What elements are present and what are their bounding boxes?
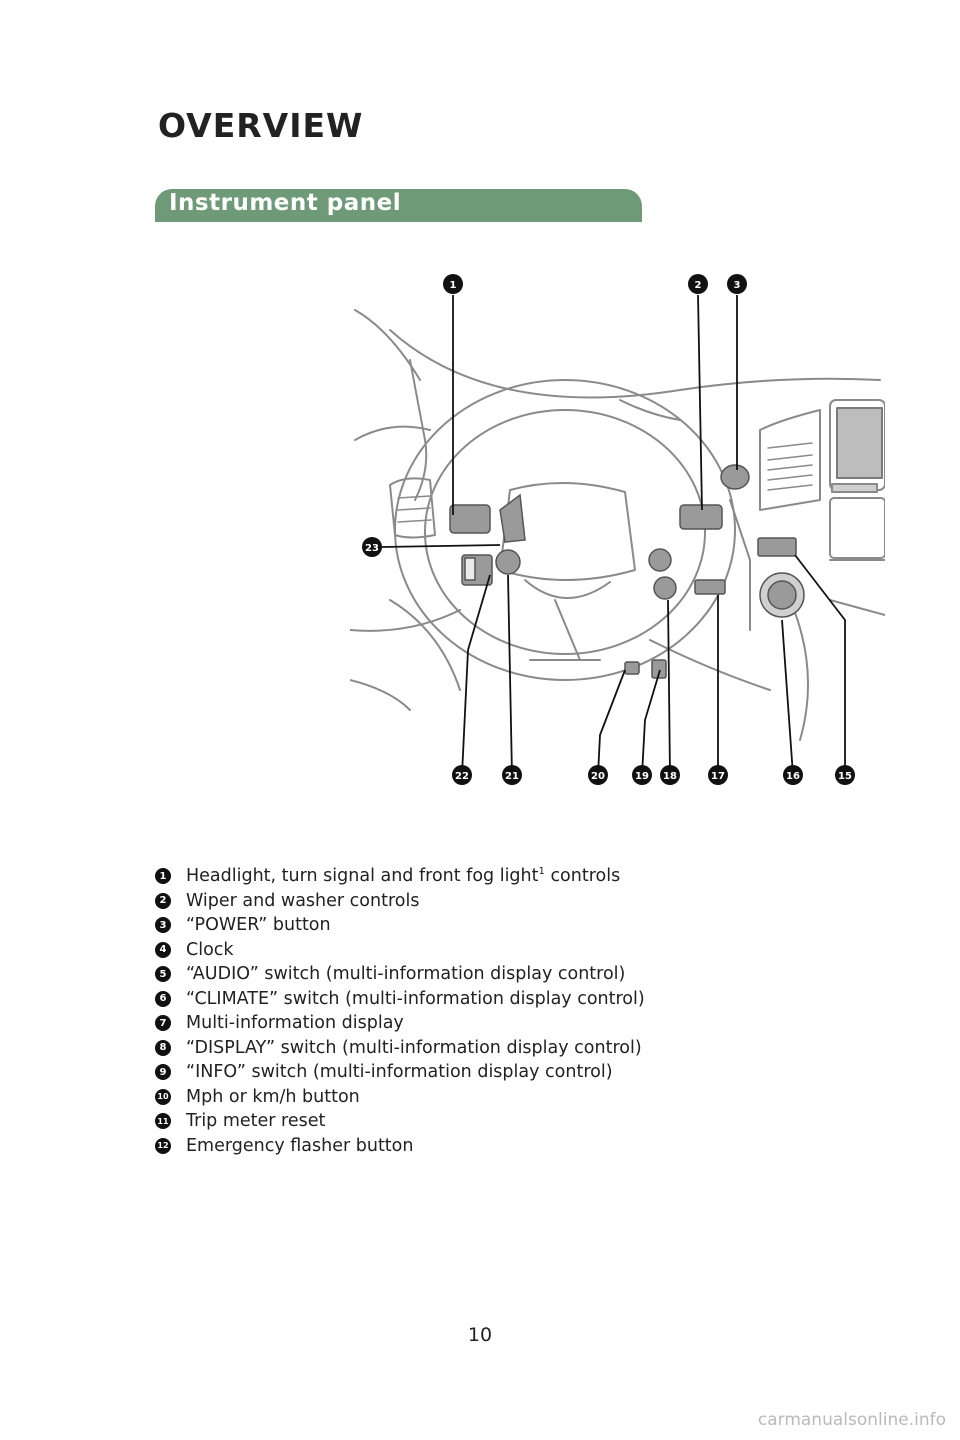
legend-item: 9 “INFO” switch (multi-information displ… xyxy=(155,1060,645,1085)
left-stalk-controls xyxy=(449,504,491,534)
left-lever xyxy=(499,493,526,543)
steering-wheel-inner xyxy=(424,409,706,655)
callout-1: 1 xyxy=(450,280,457,291)
legend-item: 5 “AUDIO” switch (multi-information disp… xyxy=(155,962,645,987)
number-badge: 5 xyxy=(155,966,171,983)
callout-20: 20 xyxy=(591,771,605,782)
callout-22: 22 xyxy=(455,771,469,782)
hazard-button xyxy=(757,537,797,557)
callout-2: 2 xyxy=(695,280,702,291)
legend-text: “DISPLAY” switch (multi-information disp… xyxy=(186,1037,642,1058)
legend-text: Emergency flasher button xyxy=(186,1135,414,1156)
dash-top-line xyxy=(389,329,881,399)
legend-text: “INFO” switch (multi-information display… xyxy=(186,1062,613,1083)
callout-21: 21 xyxy=(505,771,519,782)
callout-15: 15 xyxy=(838,771,852,782)
power-button xyxy=(720,464,750,490)
right-dial-upper xyxy=(648,548,672,572)
legend-item: 3 “POWER” button xyxy=(155,913,645,938)
section-header-bar: Instrument panel xyxy=(155,189,642,222)
dash-edge-line xyxy=(619,399,681,421)
a-pillar-line xyxy=(354,309,421,381)
number-badge: 4 xyxy=(155,941,171,958)
lower-switch-b xyxy=(651,659,667,679)
number-badge: 1 xyxy=(155,868,171,885)
left-vent xyxy=(389,477,436,539)
number-badge: 7 xyxy=(155,1015,171,1032)
number-badge: 2 xyxy=(155,892,171,909)
legend-text: Mph or km/h button xyxy=(186,1086,360,1107)
instrument-panel-diagram: 1 2 3 15 16 17 18 19 20 21 22 23 xyxy=(350,270,885,790)
footnote-marker: 1 xyxy=(538,866,545,878)
number-badge: 12 xyxy=(155,1137,171,1154)
watermark-link[interactable]: carmanualsonline.info xyxy=(757,1410,946,1430)
right-dial-lower xyxy=(653,576,677,600)
number-badge: 3 xyxy=(155,917,171,934)
legend-item: 6 “CLIMATE” switch (multi-information di… xyxy=(155,987,645,1012)
number-badge: 6 xyxy=(155,990,171,1007)
number-badge: 9 xyxy=(155,1064,171,1081)
legend-text: Multi-information display xyxy=(186,1013,404,1034)
right-stalk-controls xyxy=(679,504,723,530)
page-title: OVERVIEW xyxy=(158,106,364,145)
left-panel-line xyxy=(354,425,431,441)
callout-19: 19 xyxy=(635,771,649,782)
legend-item: 10 Mph or km/h button xyxy=(155,1085,645,1110)
legend-list: 1 Headlight, turn signal and front fog l… xyxy=(155,864,645,1158)
center-stack-outline xyxy=(759,409,821,511)
legend-item: 2 Wiper and washer controls xyxy=(155,889,645,914)
legend-text: Trip meter reset xyxy=(186,1111,326,1132)
legend-item: 1 Headlight, turn signal and front fog l… xyxy=(155,864,645,889)
legend-item: 8 “DISPLAY” switch (multi-information di… xyxy=(155,1036,645,1061)
page-number: 10 xyxy=(467,1324,493,1346)
section-title: Instrument panel xyxy=(169,190,402,216)
legend-text: “POWER” button xyxy=(186,915,331,936)
legend-item: 11 Trip meter reset xyxy=(155,1109,645,1134)
legend-item: 4 Clock xyxy=(155,938,645,963)
left-dial xyxy=(495,549,521,575)
number-badge: 8 xyxy=(155,1039,171,1056)
door-lower-line xyxy=(389,599,461,691)
callout-18: 18 xyxy=(663,771,677,782)
steering-wheel-outer xyxy=(394,379,736,681)
callout-16: 16 xyxy=(786,771,800,782)
number-badge: 11 xyxy=(155,1113,171,1130)
steering-hub xyxy=(499,481,636,581)
legend-text: “AUDIO” switch (multi-information displa… xyxy=(186,964,626,985)
legend-text: Headlight, turn signal and front fog lig… xyxy=(186,866,621,887)
instrument-panel-drawing: 1 2 3 15 16 17 18 19 20 21 22 23 xyxy=(350,274,885,785)
callout-23: 23 xyxy=(365,543,379,554)
legend-item: 7 Multi-information display xyxy=(155,1011,645,1036)
door-line xyxy=(409,359,428,501)
callout-17: 17 xyxy=(711,771,725,782)
legend-text: Wiper and washer controls xyxy=(186,890,420,911)
center-switch xyxy=(694,579,726,595)
number-badge: 10 xyxy=(155,1088,171,1105)
lower-switch-a xyxy=(624,661,640,675)
legend-text: Clock xyxy=(186,939,234,960)
legend-text: “CLIMATE” switch (multi-information disp… xyxy=(186,988,645,1009)
legend-item: 12 Emergency flasher button xyxy=(155,1134,645,1159)
callout-3: 3 xyxy=(734,280,741,291)
